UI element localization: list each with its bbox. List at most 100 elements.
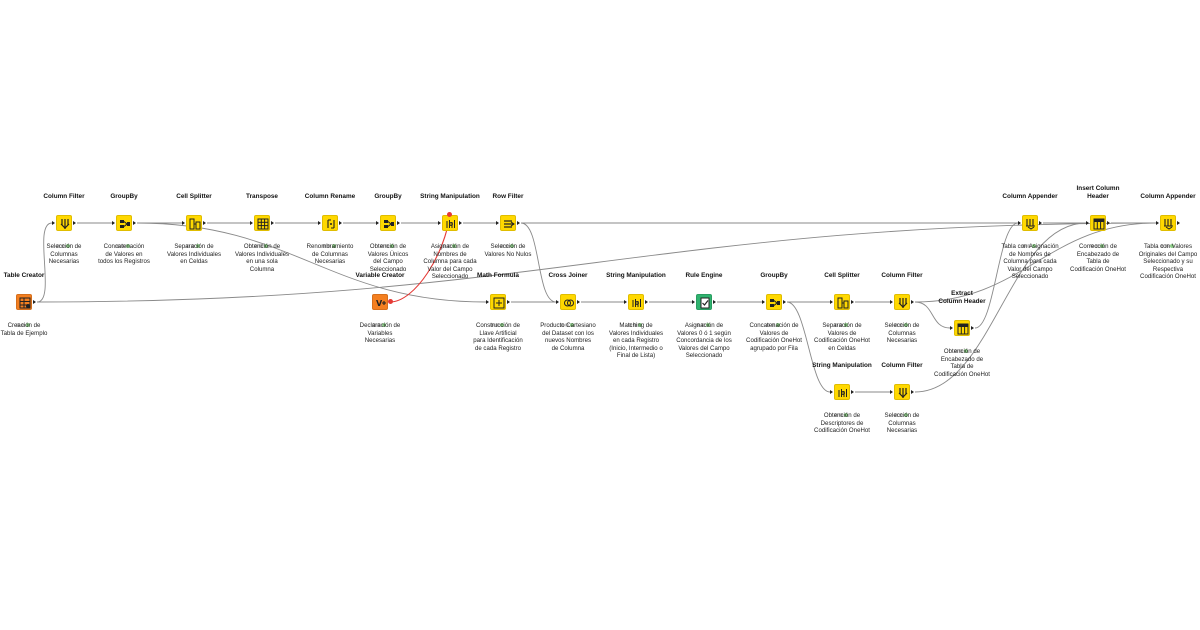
filter-icon[interactable] <box>894 384 910 400</box>
string-icon[interactable] <box>628 294 644 310</box>
string-icon[interactable] <box>834 384 850 400</box>
node-description[interactable]: Separación de Valores Individuales en Ce… <box>166 243 222 266</box>
input-port[interactable] <box>890 300 893 304</box>
output-port[interactable] <box>645 300 648 304</box>
input-port[interactable] <box>762 300 765 304</box>
output-port[interactable] <box>1039 221 1042 225</box>
variable-icon[interactable]: V <box>372 294 388 310</box>
data-connection[interactable] <box>36 222 53 303</box>
output-port[interactable] <box>713 300 716 304</box>
splitter-icon[interactable] <box>834 294 850 310</box>
input-port[interactable] <box>486 300 489 304</box>
output-port[interactable] <box>911 390 914 394</box>
node-description[interactable]: Selección de Columnas Necesarias <box>46 243 82 266</box>
output-port[interactable] <box>271 221 274 225</box>
input-port[interactable] <box>52 221 55 225</box>
filter-icon[interactable] <box>894 294 910 310</box>
node-description[interactable]: Creación de Tabla de Ejemplo <box>0 322 48 337</box>
input-port[interactable] <box>890 390 893 394</box>
input-port[interactable] <box>692 300 695 304</box>
output-port[interactable] <box>1177 221 1180 225</box>
groupby-icon[interactable] <box>380 215 396 231</box>
variable-input-port[interactable] <box>447 212 452 217</box>
node-description[interactable]: Selección de Columnas Necesarias <box>884 412 920 435</box>
groupby-icon[interactable] <box>116 215 132 231</box>
output-port[interactable] <box>783 300 786 304</box>
output-port[interactable] <box>203 221 206 225</box>
splitter-icon[interactable] <box>186 215 202 231</box>
appender-icon[interactable] <box>1022 215 1038 231</box>
groupby-icon[interactable] <box>766 294 782 310</box>
node-description[interactable]: Concatenación de Valores en todos los Re… <box>98 243 150 266</box>
input-port[interactable] <box>624 300 627 304</box>
output-port[interactable] <box>911 300 914 304</box>
output-port[interactable] <box>459 221 462 225</box>
data-connection[interactable] <box>914 222 1087 393</box>
node-description[interactable]: Obtención de Encabezado de Tabla de Codi… <box>934 348 990 378</box>
input-port[interactable] <box>318 221 321 225</box>
appender-icon[interactable] <box>1160 215 1176 231</box>
node-description[interactable]: Obtención de Valores Únicos del Campo Se… <box>367 243 409 273</box>
output-port[interactable] <box>73 221 76 225</box>
output-port[interactable] <box>577 300 580 304</box>
output-port[interactable] <box>971 326 974 330</box>
output-port[interactable] <box>851 390 854 394</box>
node-description[interactable]: Separación de Valores de Codificación On… <box>814 322 870 352</box>
grid-icon[interactable] <box>254 215 270 231</box>
output-port[interactable] <box>339 221 342 225</box>
data-connection[interactable] <box>520 222 557 303</box>
output-port[interactable] <box>851 300 854 304</box>
input-port[interactable] <box>182 221 185 225</box>
node-description[interactable]: Tabla con Asignación de Nombres de Colum… <box>1001 243 1059 281</box>
input-port[interactable] <box>950 326 953 330</box>
input-port[interactable] <box>250 221 253 225</box>
output-port[interactable] <box>133 221 136 225</box>
node-description[interactable]: Obtención de Valores Individuales en una… <box>234 243 290 273</box>
math-icon[interactable] <box>490 294 506 310</box>
header-icon[interactable] <box>1090 215 1106 231</box>
node-description[interactable]: Construcción de Llave Artificial para Id… <box>473 322 523 352</box>
node-description[interactable]: Declaración de Variables Necesarias <box>359 322 401 345</box>
input-port[interactable] <box>1086 221 1089 225</box>
data-connection[interactable] <box>974 222 1019 329</box>
output-port[interactable] <box>33 300 36 304</box>
filter-icon[interactable] <box>56 215 72 231</box>
data-connection[interactable] <box>914 222 1157 303</box>
node-description[interactable]: Selección de Valores No Nulos <box>484 243 532 258</box>
input-port[interactable] <box>496 221 499 225</box>
table-icon[interactable] <box>16 294 32 310</box>
rowfilter-icon[interactable] <box>500 215 516 231</box>
data-connection[interactable] <box>786 301 831 393</box>
input-port[interactable] <box>1156 221 1159 225</box>
input-port[interactable] <box>830 390 833 394</box>
output-port[interactable] <box>517 221 520 225</box>
node-description[interactable]: Corrección de Encabezado de Tabla de Cod… <box>1070 243 1126 273</box>
header-icon[interactable] <box>954 320 970 336</box>
data-connection[interactable] <box>36 222 1157 303</box>
output-port[interactable] <box>1107 221 1110 225</box>
node-description[interactable]: Asignación de Nombres de Columna para ca… <box>423 243 477 281</box>
node-description[interactable]: Obtención de Descriptores de Codificació… <box>814 412 870 435</box>
join-icon[interactable] <box>560 294 576 310</box>
node-description[interactable]: Tabla con Valores Originales del Campo S… <box>1138 243 1198 281</box>
output-port[interactable] <box>397 221 400 225</box>
node-description[interactable]: Producto Cartesiano del Dataset con los … <box>540 322 596 352</box>
string-icon[interactable] <box>442 215 458 231</box>
node-description[interactable]: Selección de Columnas Necesarias <box>884 322 920 345</box>
rule-icon[interactable] <box>696 294 712 310</box>
node-description[interactable]: Matching de Valores Individuales en cada… <box>608 322 664 360</box>
node-description[interactable]: Asignación de Valores 0 ó 1 según Concor… <box>676 322 732 360</box>
variable-output-port[interactable] <box>388 299 393 304</box>
input-port[interactable] <box>438 221 441 225</box>
input-port[interactable] <box>1018 221 1021 225</box>
data-connection[interactable] <box>914 301 951 329</box>
input-port[interactable] <box>376 221 379 225</box>
output-port[interactable] <box>507 300 510 304</box>
input-port[interactable] <box>556 300 559 304</box>
input-port[interactable] <box>830 300 833 304</box>
node-description[interactable]: Concatenación de Valores de Codificación… <box>746 322 802 352</box>
node-description[interactable]: Renombramiento de Columnas Necesarias <box>306 243 354 266</box>
input-port[interactable] <box>112 221 115 225</box>
rename-icon[interactable] <box>322 215 338 231</box>
